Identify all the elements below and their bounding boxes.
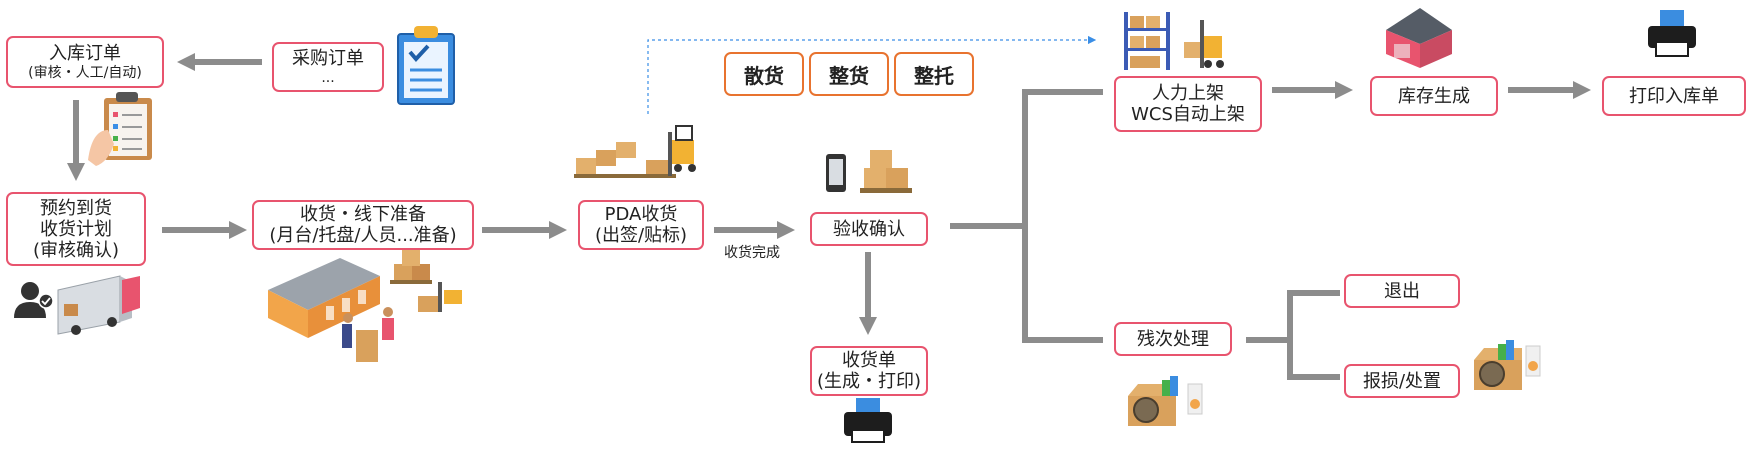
appointment-node: 预约到货 收货计划 (审核确认) xyxy=(6,192,146,266)
damaged-goods-box-icon xyxy=(1128,376,1203,426)
acceptance-title: 验收确认 xyxy=(833,218,905,240)
appointment-line2: 收货计划 xyxy=(40,218,112,240)
driver-avatar-icon xyxy=(14,282,54,318)
disposal-goods-box-icon xyxy=(1474,340,1541,390)
tag-loose-goods: 散货 xyxy=(724,52,804,96)
defect-title: 残次处理 xyxy=(1137,328,1209,350)
receipt-doc-node: 收货单 (生成・打印) xyxy=(810,346,928,396)
acceptance-node: 验收确认 xyxy=(810,212,928,246)
pallet-boxes-forklift-icon xyxy=(574,125,696,178)
inbound-order-title: 入库订单 xyxy=(49,42,121,64)
receiving-prep-node: 收货・线下准备 (月台/托盘/人员...准备) xyxy=(252,200,474,250)
inbound-order-subtitle: (审核・人工/自动) xyxy=(28,64,142,81)
inventory-title: 库存生成 xyxy=(1398,85,1470,107)
inventory-node: 库存生成 xyxy=(1370,76,1498,116)
putaway-line2: WCS自动上架 xyxy=(1131,104,1245,125)
pda-receiving-node: PDA收货 (出签/贴标) xyxy=(578,200,704,250)
printer-icon xyxy=(844,398,892,443)
putaway-line1: 人力上架 xyxy=(1152,83,1224,104)
appointment-line3: (审核确认) xyxy=(32,239,120,261)
return-out-title: 退出 xyxy=(1384,280,1420,302)
receipt-doc-subtitle: (生成・打印) xyxy=(816,371,922,392)
receiving-prep-subtitle: (月台/托盘/人员...准备) xyxy=(269,225,457,246)
checklist-hand-icon xyxy=(88,92,152,166)
appointment-line1: 预约到货 xyxy=(40,197,112,219)
workers-boxes-icon xyxy=(342,250,462,362)
print-inbound-title: 打印入库单 xyxy=(1629,85,1719,107)
branch-acceptance xyxy=(950,89,1103,343)
return-out-node: 退出 xyxy=(1344,274,1460,308)
receiving-prep-title: 收货・线下准备 xyxy=(300,204,426,225)
print-inbound-printer-icon xyxy=(1648,10,1696,57)
dashed-arrow-pda-to-putaway xyxy=(647,35,1097,114)
clipboard-check-icon xyxy=(397,26,455,105)
receiving-done-label: 收货完成 xyxy=(724,245,780,261)
purchase-order-node: 采购订单 ... xyxy=(272,42,384,92)
damage-node: 报损/处置 xyxy=(1344,364,1460,398)
receipt-doc-title: 收货单 xyxy=(842,350,896,371)
putaway-node: 人力上架 WCS自动上架 xyxy=(1114,76,1262,132)
shelf-forklift-icon xyxy=(1124,12,1224,70)
print-inbound-node: 打印入库单 xyxy=(1602,76,1746,116)
phone-scan-boxes-icon xyxy=(826,150,912,193)
inbound-order-node: 入库订单 (审核・人工/自动) xyxy=(6,36,164,88)
damage-title: 报损/处置 xyxy=(1362,370,1442,392)
defect-node: 残次处理 xyxy=(1114,322,1232,356)
storage-building-icon xyxy=(1386,8,1452,68)
tag-whole-pallet: 整托 xyxy=(894,52,974,96)
warehouse-icon xyxy=(268,258,380,338)
branch-defect xyxy=(1246,290,1340,380)
purchase-order-title: 采购订单 xyxy=(292,47,364,69)
pda-receiving-title: PDA收货 xyxy=(604,204,678,225)
purchase-order-subtitle: ... xyxy=(321,69,335,86)
tag-whole-goods: 整货 xyxy=(809,52,889,96)
pda-receiving-subtitle: (出签/贴标) xyxy=(594,225,688,246)
truck-icon xyxy=(57,275,140,335)
